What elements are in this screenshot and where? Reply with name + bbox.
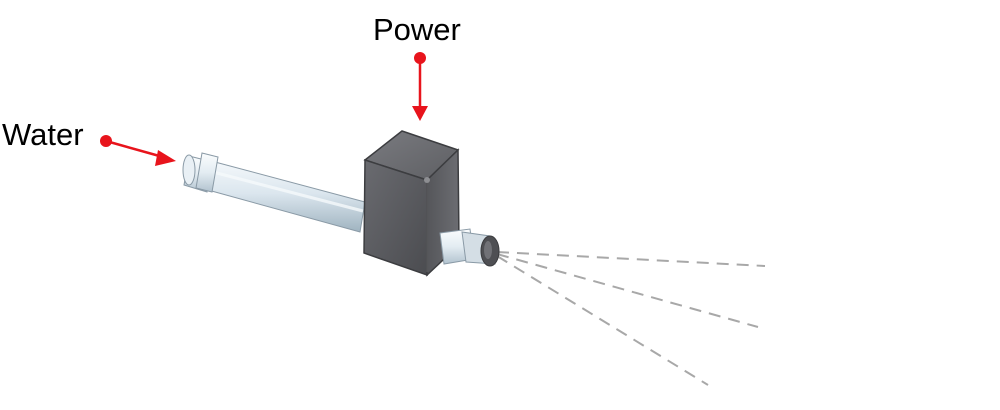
inlet-pipe [182,152,366,233]
control-box [363,130,460,277]
outlet-nozzle [439,228,500,267]
water-arrow [100,135,176,166]
power-arrow [412,52,428,121]
power-label: Power [373,12,461,47]
power-arrow-dot [414,52,426,64]
spray-line [496,253,759,328]
spray-lines [496,251,766,386]
spray-line [496,255,709,386]
water-label: Water [2,117,84,152]
spray-line [496,251,766,267]
water-arrow-dot [100,135,112,147]
